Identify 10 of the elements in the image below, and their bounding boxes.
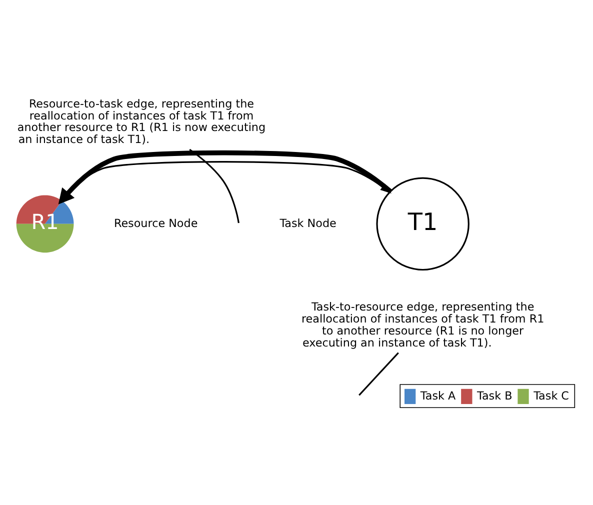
connector — [358, 352, 399, 396]
legend-label: Task B — [477, 388, 512, 402]
node-label: Resource Node — [114, 216, 198, 230]
connector — [189, 148, 240, 223]
legend-label: Task C — [534, 388, 569, 402]
node-label: Task Node — [280, 216, 336, 230]
node-text: Task-to-resource edge, representing the reallocation of instances of task T1 from R1 to another resource (R1 is no longer executing an instance of task T1). — [301, 300, 544, 349]
node-circle: T1 — [376, 176, 470, 270]
node-text: Resource-to-task edge, representing the reallocation of instances of task T1 from another resource to R1 (R1 is now executing an instance of task T1). — [17, 96, 266, 146]
legend-label: Task A — [420, 388, 456, 402]
